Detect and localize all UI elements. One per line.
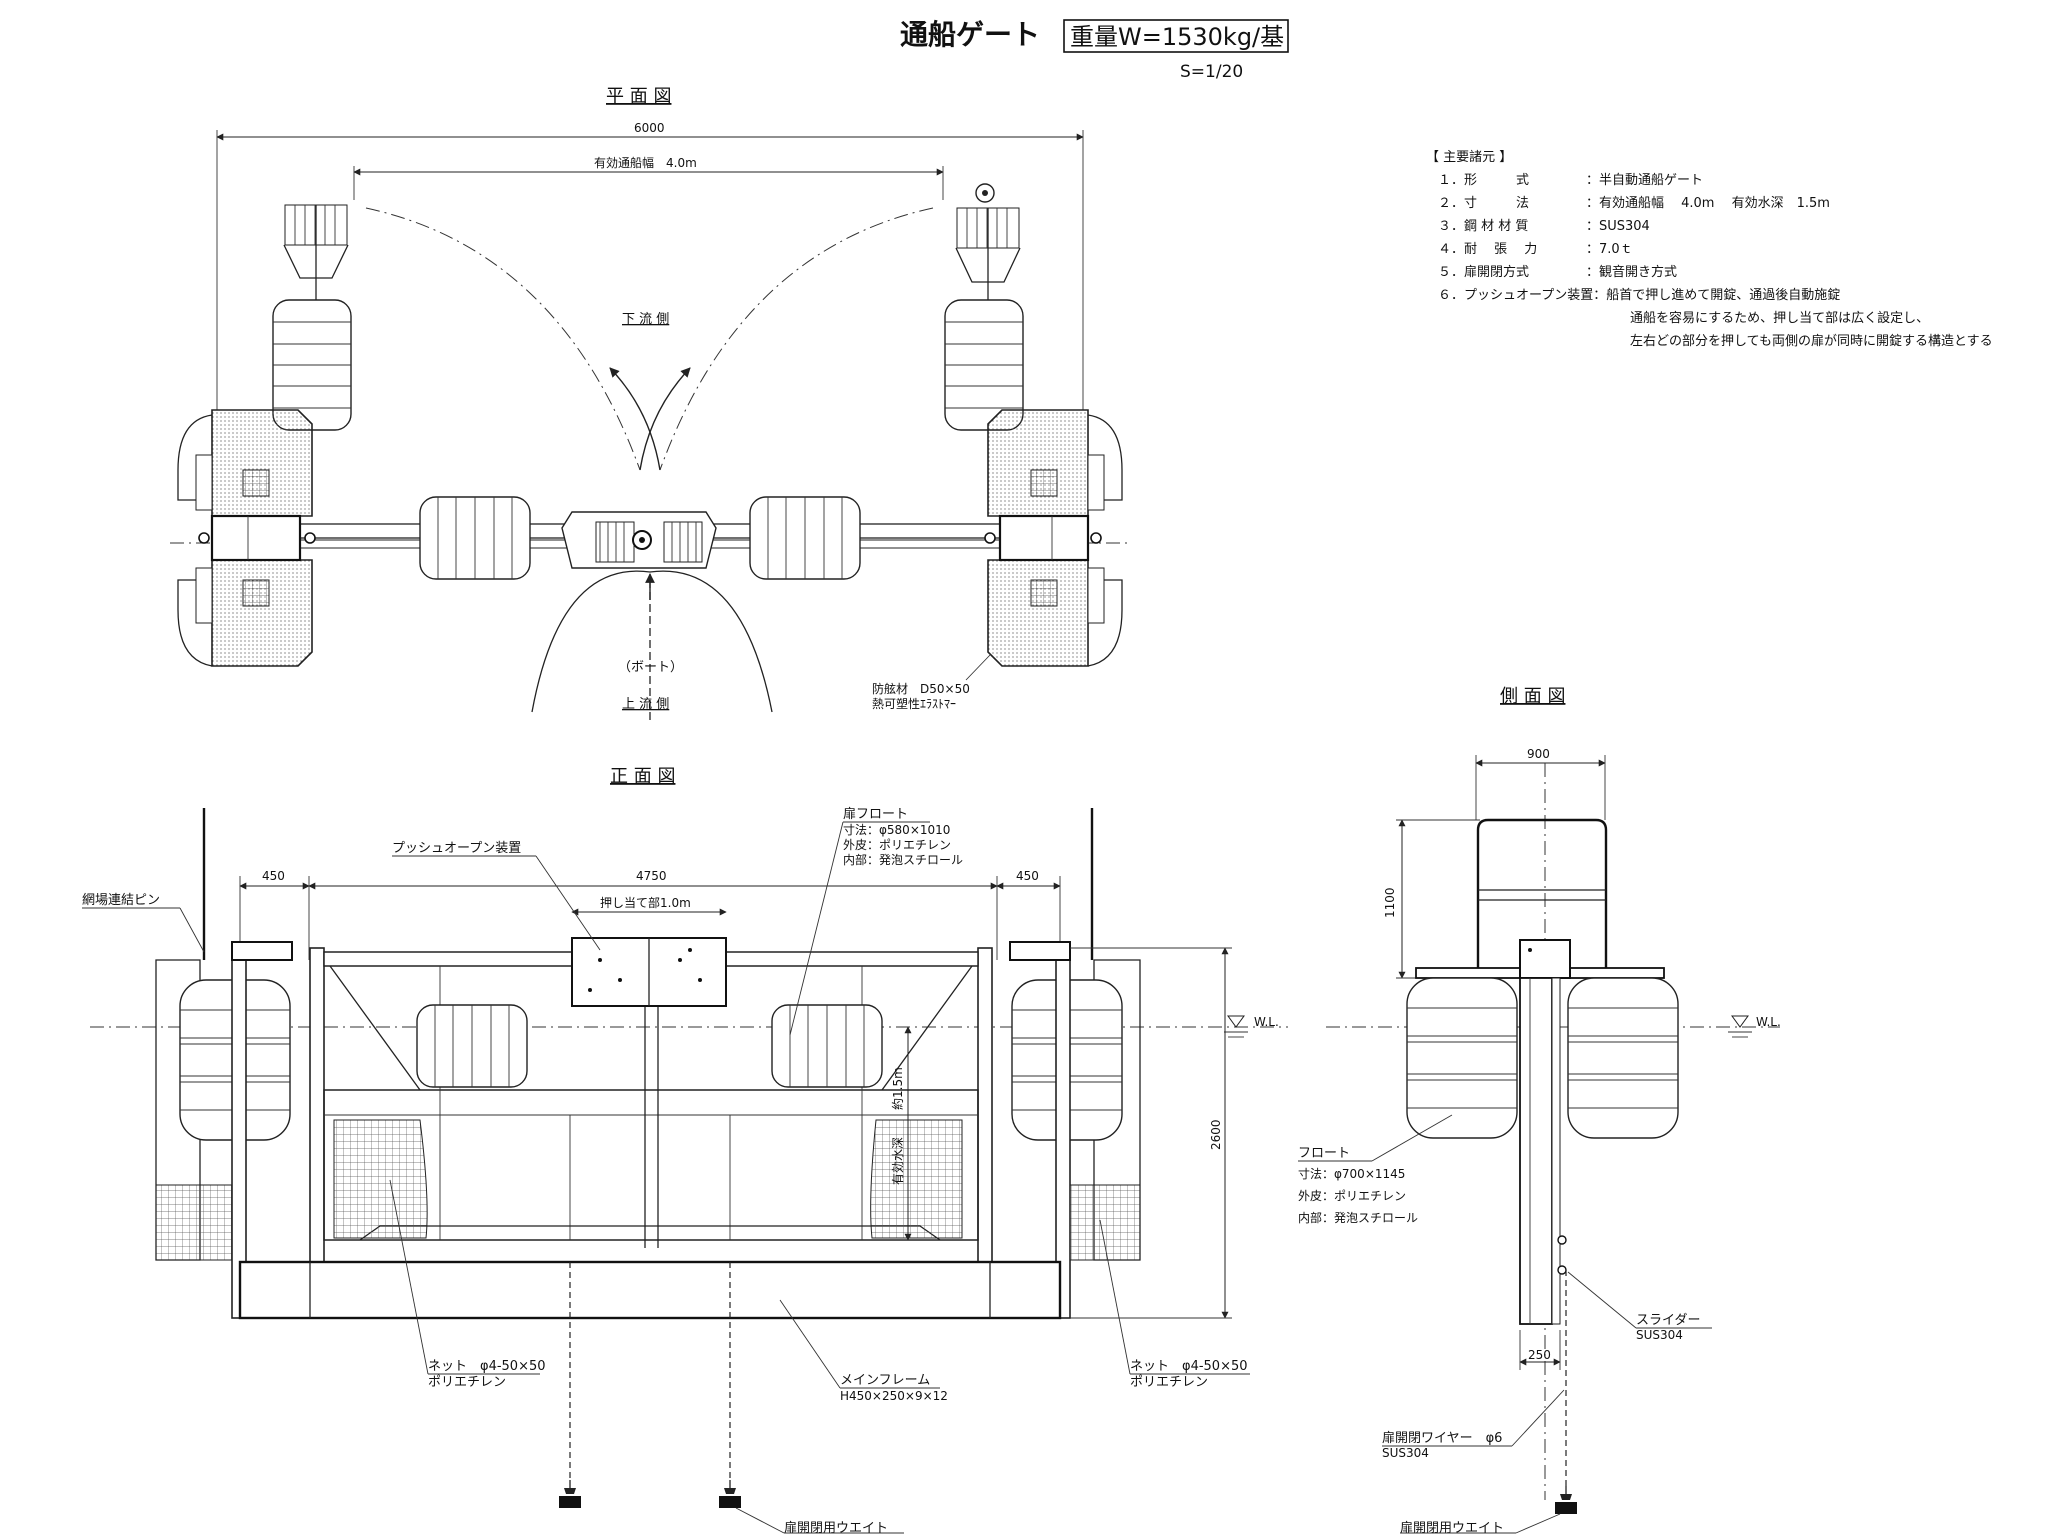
- front-net-left-1: ネット φ4-50×50: [428, 1359, 546, 1374]
- side-wire: 扉開閉ワイヤー φ6: [1382, 1430, 1502, 1446]
- spec-key: ２．寸 法: [1438, 196, 1530, 211]
- side-float-size: 寸法：φ700×1145: [1298, 1167, 1405, 1181]
- specs-note-1: 通船を容易にするため、押し当て部は広く設定し、: [1630, 311, 1930, 326]
- spec-item: ６．プッシュオープン装置：船首で押し進めて開錠、通過後自動施錠: [1438, 284, 1840, 307]
- plan-effective-width: 有効通船幅 4.0m: [594, 155, 697, 170]
- front-view: 450 4750 450 押し当て部1.0m W.L.: [82, 806, 1288, 1536]
- front-door-float-size: 寸法：φ580×1010: [843, 823, 950, 837]
- side-view-title: 側 面 図: [1500, 686, 1565, 707]
- front-door-float-skin: 外皮：ポリエチレン: [843, 838, 951, 852]
- front-depth-2: 約1.5m: [890, 1067, 905, 1110]
- front-net-pin: 網場連結ピン: [82, 893, 160, 908]
- front-push-width: 押し当て部1.0m: [600, 895, 691, 910]
- plan-fender-2: 熱可塑性ｴﾗｽﾄﾏｰ: [872, 696, 956, 711]
- plan-view: 6000 有効通船幅 4.0m 下 流 側 （ボート） 上 流 側: [170, 121, 1128, 720]
- spec-value: ：有効通船幅 4.0m 有効水深 1.5m: [1586, 196, 1830, 211]
- plan-view-title: 平 面 図: [606, 86, 671, 107]
- front-depth-1: 有効水深: [890, 1137, 905, 1185]
- spec-key: ５．扉開閉方式: [1438, 265, 1530, 280]
- plan-left-column: [177, 204, 352, 667]
- front-view-title: 正 面 図: [610, 766, 675, 787]
- specs-heading: 【 主要諸元 】: [1426, 150, 1513, 165]
- spec-value: ：SUS304: [1586, 219, 1650, 234]
- side-slider: スライダー: [1636, 1313, 1700, 1328]
- plan-right-column: [944, 183, 1123, 667]
- front-net-right-2: ポリエチレン: [1130, 1375, 1208, 1390]
- spec-key: １．形 式: [1438, 173, 1530, 188]
- spec-item: ３．鋼 材 材 質 ：SUS304: [1438, 215, 1840, 238]
- front-net-left-2: ポリエチレン: [428, 1375, 506, 1390]
- side-wire-mat: SUS304: [1382, 1446, 1429, 1460]
- side-float-skin: 外皮：ポリエチレン: [1298, 1189, 1406, 1203]
- side-rail: 1100: [1383, 887, 1397, 918]
- front-main-frame-2: H450×250×9×12: [840, 1389, 948, 1403]
- front-push-device: プッシュオープン装置: [392, 841, 521, 856]
- front-wl: W.L.: [1254, 1015, 1279, 1029]
- spec-item: ２．寸 法 ：有効通船幅 4.0m 有効水深 1.5m: [1438, 192, 1840, 215]
- spec-item: １．形 式 ：半自動通船ゲート: [1438, 169, 1840, 192]
- side-weight-label: 扉開閉用ウエイト: [1400, 1520, 1504, 1536]
- spec-key: ３．鋼 材 材 質: [1438, 219, 1529, 234]
- spec-item: ５．扉開閉方式 ：観音開き方式: [1438, 261, 1840, 284]
- spec-value: ：観音開き方式: [1586, 265, 1678, 280]
- specs-list: １．形 式 ：半自動通船ゲート ２．寸 法 ：有効通船幅 4.0m 有効水深 1.5…: [1438, 169, 1840, 307]
- front-dim-right: 450: [1016, 869, 1039, 883]
- side-view: 900 1100 W.L. 250: [1298, 747, 1781, 1536]
- side-float-core: 内部：発泡スチロール: [1298, 1210, 1418, 1225]
- drawing-title: 通船ゲート: [900, 18, 1040, 51]
- side-float: フロート: [1298, 1146, 1350, 1161]
- plan-downstream: 下 流 側: [622, 312, 669, 327]
- front-door-float-core: 内部：発泡スチロール: [843, 852, 963, 867]
- side-post: 250: [1528, 1348, 1551, 1362]
- weight-value: 重量W=1530kg/基: [1070, 23, 1284, 51]
- spec-value: ：船首で押し進めて開錠、通過後自動施錠: [1593, 288, 1841, 303]
- spec-key: ４．耐 張 力: [1438, 242, 1538, 257]
- plan-upstream: 上 流 側: [622, 697, 669, 712]
- side-wl: W.L.: [1756, 1015, 1781, 1029]
- spec-value: ：7.0ｔ: [1586, 242, 1633, 257]
- plan-boat: （ボート）: [618, 660, 683, 675]
- weight-box: [1063, 19, 1289, 53]
- front-door-float: 扉フロート: [843, 806, 908, 822]
- front-main-frame-1: メインフレーム: [840, 1373, 930, 1388]
- side-slider-mat: SUS304: [1636, 1328, 1683, 1342]
- scale-label: S=1/20: [1180, 62, 1243, 82]
- plan-fender-1: 防舷材 D50×50: [872, 681, 970, 696]
- front-dim-left: 450: [262, 869, 285, 883]
- plan-overall-width: 6000: [634, 121, 665, 135]
- specs-note-2: 左右どの部分を押しても両側の扉が同時に開錠する構造とする: [1630, 334, 1993, 349]
- spec-item: ４．耐 張 力 ：7.0ｔ: [1438, 238, 1840, 261]
- side-width: 900: [1527, 747, 1550, 761]
- front-weight-label: 扉開閉用ウエイト: [784, 1520, 888, 1536]
- front-net-right-1: ネット φ4-50×50: [1130, 1359, 1248, 1374]
- front-dim-center: 4750: [636, 869, 667, 883]
- spec-key: ６．プッシュオープン装置: [1438, 288, 1594, 303]
- front-height: 2600: [1209, 1119, 1223, 1150]
- spec-value: ：半自動通船ゲート: [1586, 173, 1704, 188]
